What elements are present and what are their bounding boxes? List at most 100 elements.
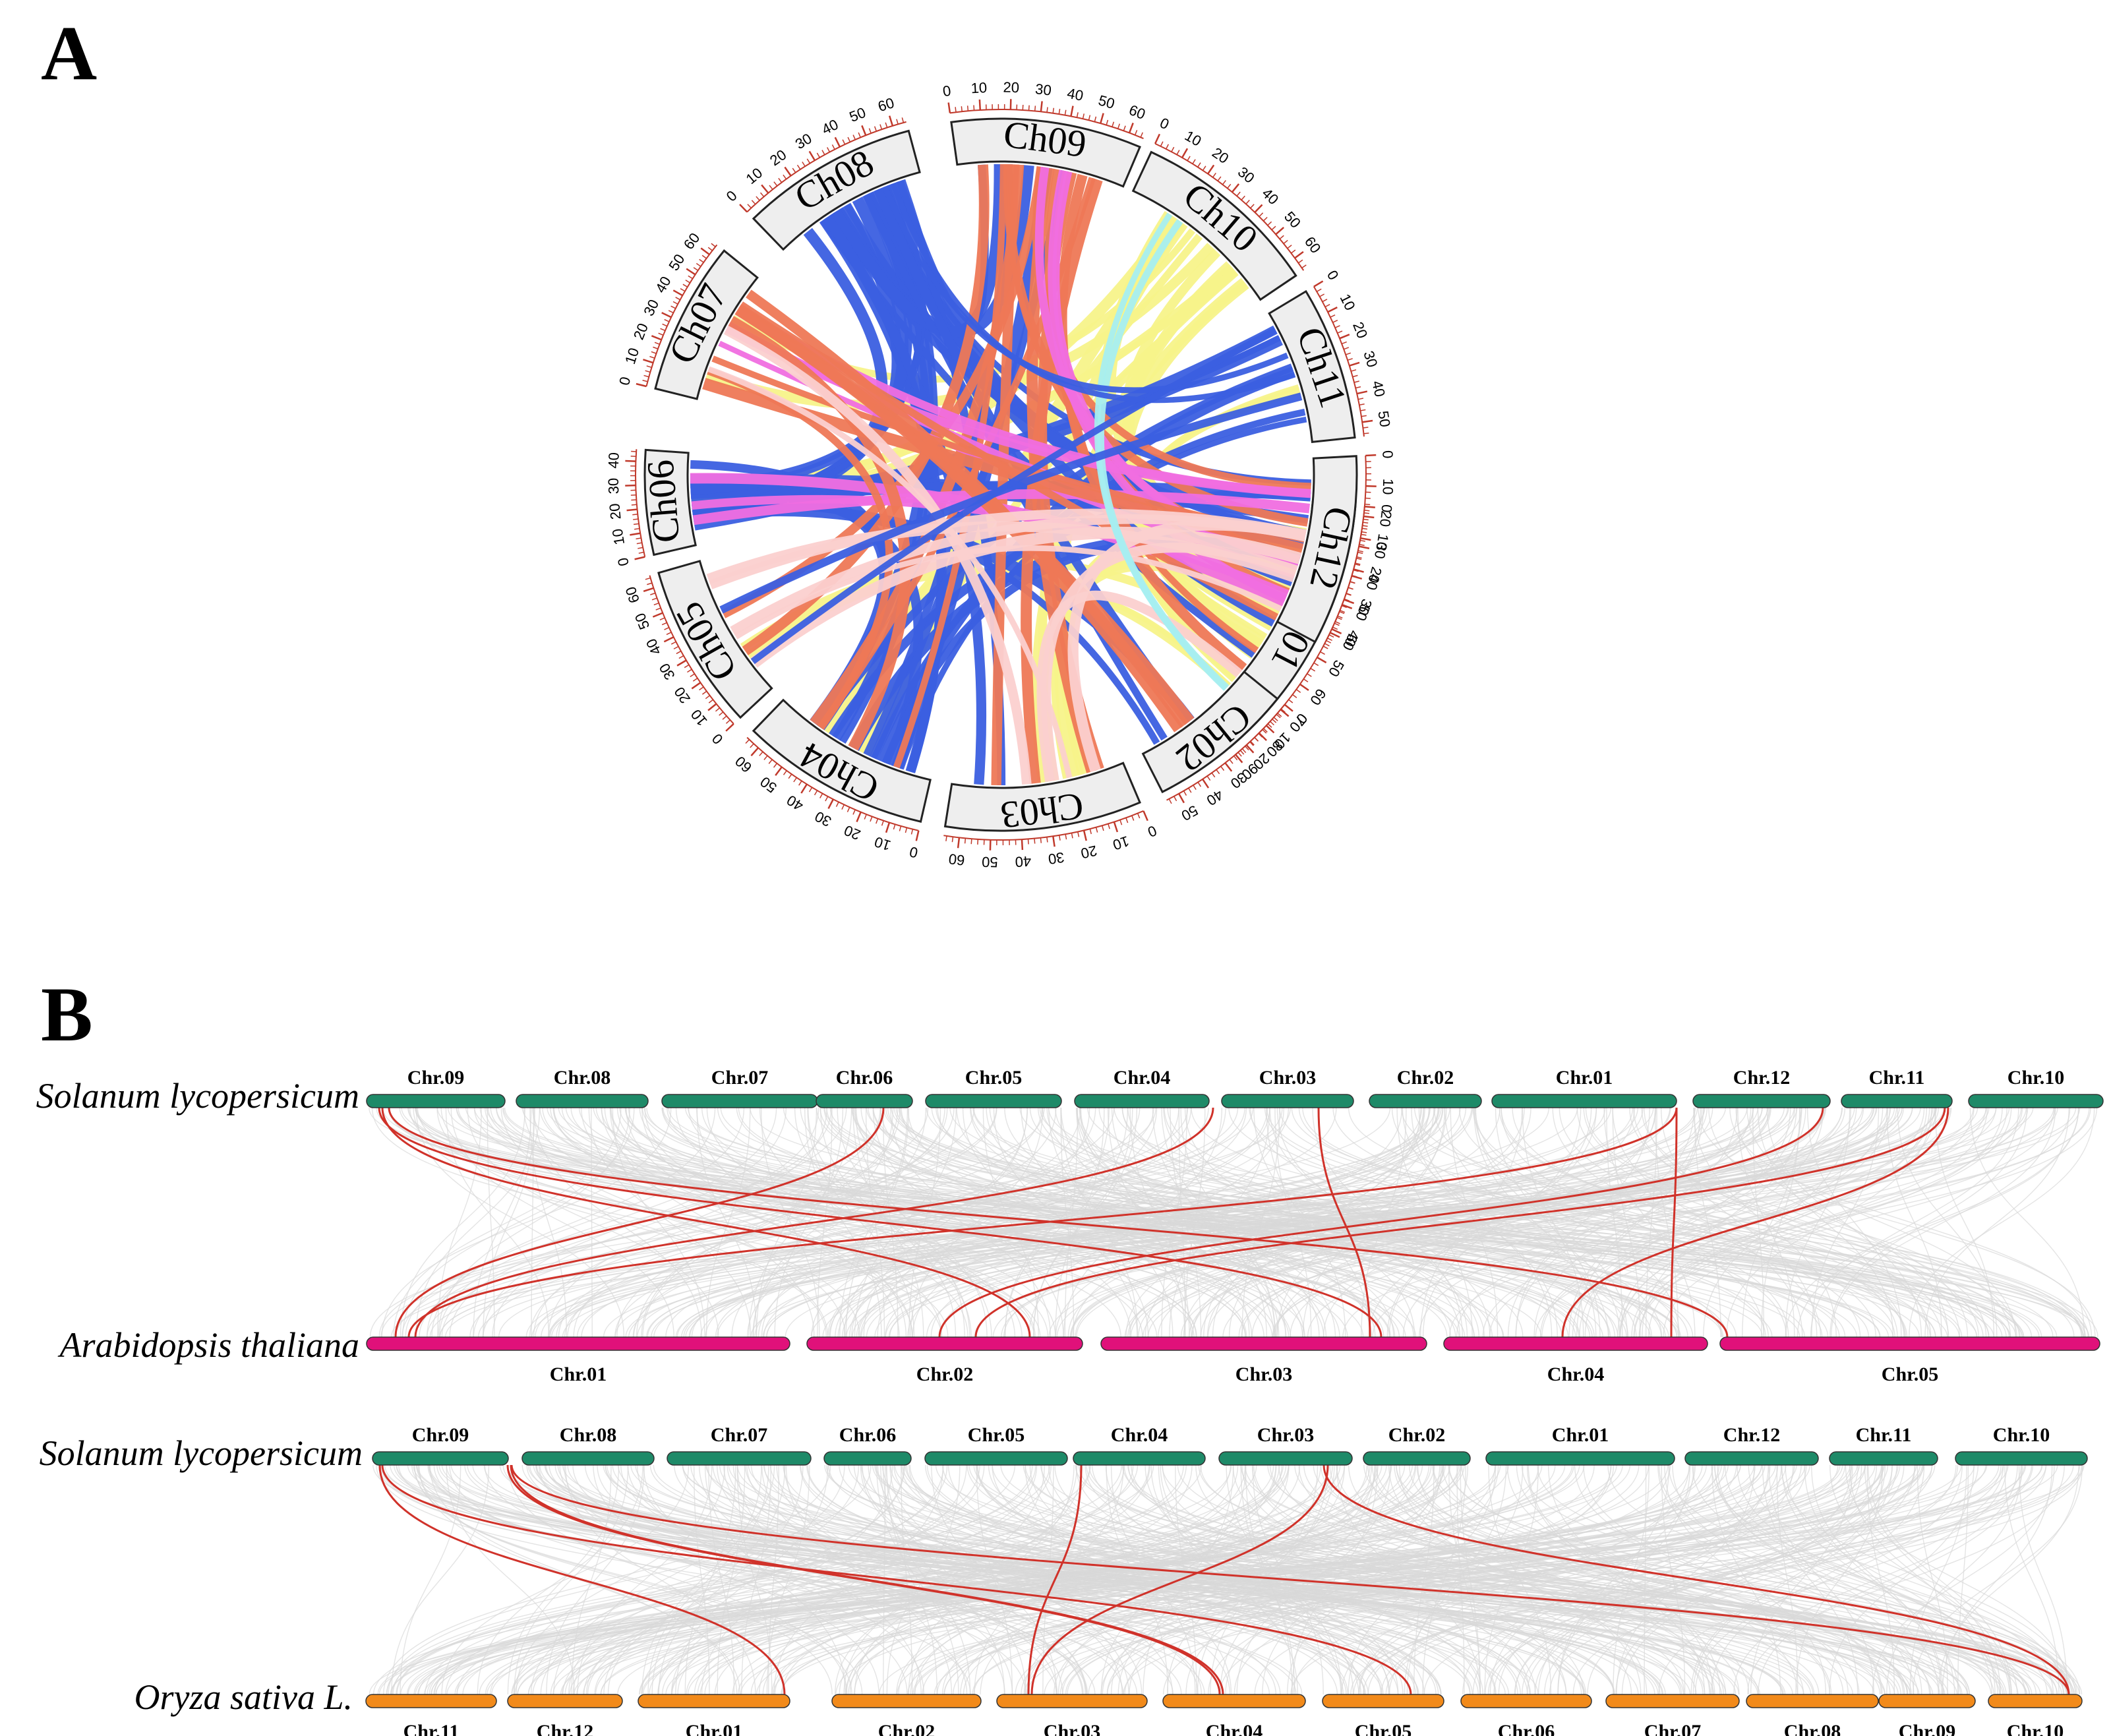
tick-mark [1250, 740, 1255, 746]
tick-mark [1284, 703, 1293, 712]
background-link [625, 1107, 1978, 1338]
tick-label: 50 [982, 854, 998, 871]
background-link [1913, 1464, 2083, 1695]
background-link [1514, 1464, 1905, 1695]
tick-mark [682, 284, 688, 287]
background-link [483, 1107, 535, 1338]
tick-mark [1176, 150, 1180, 155]
tick-mark [1227, 183, 1232, 189]
tick-mark [645, 370, 651, 373]
tick-mark [964, 838, 966, 844]
tick-mark [634, 556, 645, 560]
chromosome-bar [1460, 1694, 1592, 1708]
background-link [1003, 1107, 1671, 1338]
tick-mark [1364, 510, 1370, 512]
background-link [531, 1107, 534, 1338]
tick-label: 40 [652, 274, 674, 296]
tick-mark [1100, 113, 1104, 124]
background-link [682, 1464, 1419, 1695]
tick-mark [1324, 304, 1330, 308]
tick-label: 0 [1378, 504, 1395, 513]
tick-mark [1363, 522, 1369, 524]
background-link [1633, 1107, 1961, 1338]
background-link [583, 1464, 1052, 1695]
chromosome-bar [1218, 1451, 1353, 1466]
tick-mark [1267, 723, 1272, 728]
tick-mark [1034, 105, 1036, 111]
tick-mark [905, 827, 908, 833]
background-link [1107, 1107, 1185, 1338]
background-link [562, 1464, 2052, 1695]
tick-mark [1065, 834, 1067, 840]
tick-mark [1245, 746, 1249, 751]
tick-mark [1183, 791, 1187, 796]
tick-mark [1301, 264, 1307, 269]
background-link [1402, 1107, 1609, 1338]
tick-mark [1224, 762, 1233, 772]
ideogram-block [1141, 670, 1279, 794]
background-link [1811, 1107, 1880, 1338]
chromosome-bar [924, 1451, 1068, 1466]
background-link [1448, 1464, 2076, 1695]
background-link [819, 1107, 1562, 1338]
background-link [1191, 1107, 1597, 1338]
tick-mark [651, 597, 657, 601]
tick-mark [1211, 772, 1216, 778]
background-link [1472, 1107, 1905, 1338]
tick-label: 60 [732, 753, 755, 776]
tick-mark [773, 763, 778, 768]
background-link [1143, 1107, 2022, 1338]
tick-mark [1267, 221, 1272, 226]
tick-mark [747, 204, 752, 209]
tick-mark [663, 636, 674, 643]
tick-mark [658, 332, 664, 336]
tick-mark [1322, 299, 1328, 303]
tick-mark [1339, 334, 1350, 340]
background-link [1367, 1464, 1750, 1695]
tick-mark [715, 707, 721, 712]
chromosome-bar-label: Chr.03 [1259, 1067, 1316, 1089]
background-link [1711, 1464, 1925, 1695]
tick-mark [1192, 159, 1196, 164]
tick-mark [1202, 779, 1210, 789]
tick-mark [1313, 662, 1319, 667]
tick-mark [1347, 358, 1353, 361]
tick-mark [1310, 667, 1316, 672]
chromosome-bar [366, 1336, 790, 1351]
tick-mark [1197, 162, 1201, 167]
chromosome-bar-label: Chr.06 [836, 1067, 893, 1089]
tick-mark [915, 830, 920, 841]
background-link [1886, 1107, 1942, 1338]
chromosome-bar-label: Chr.02 [1397, 1067, 1454, 1089]
background-link [535, 1107, 1442, 1338]
tick-mark [1277, 713, 1282, 717]
tick-mark [1360, 409, 1366, 411]
tick-mark [1125, 818, 1129, 823]
tick-mark [670, 641, 676, 645]
tick-mark [756, 196, 760, 201]
tick-mark [788, 773, 792, 779]
background-link [1404, 1464, 1524, 1695]
tick-mark [655, 607, 661, 611]
tick-label: 50 [665, 251, 688, 274]
background-link [1448, 1107, 2023, 1338]
background-link [1375, 1464, 1931, 1695]
background-link [1493, 1464, 1884, 1695]
tick-mark [910, 829, 914, 835]
tick-label: 10 [970, 79, 988, 96]
tick-mark [768, 759, 773, 764]
tick-label: 0 [941, 82, 952, 100]
tick-mark [1330, 314, 1336, 318]
tick-mark [1287, 245, 1292, 249]
tick-label: 10 [1182, 127, 1204, 150]
background-link [975, 1464, 1518, 1695]
tick-mark [1193, 785, 1197, 791]
background-link [413, 1464, 1617, 1695]
chromosome-bar [365, 1694, 497, 1708]
background-link [419, 1107, 975, 1338]
background-link [469, 1107, 1239, 1338]
tick-mark [798, 781, 802, 786]
chromosome-bar-label: Chr.11 [1869, 1067, 1925, 1089]
tick-mark [1363, 433, 1369, 434]
